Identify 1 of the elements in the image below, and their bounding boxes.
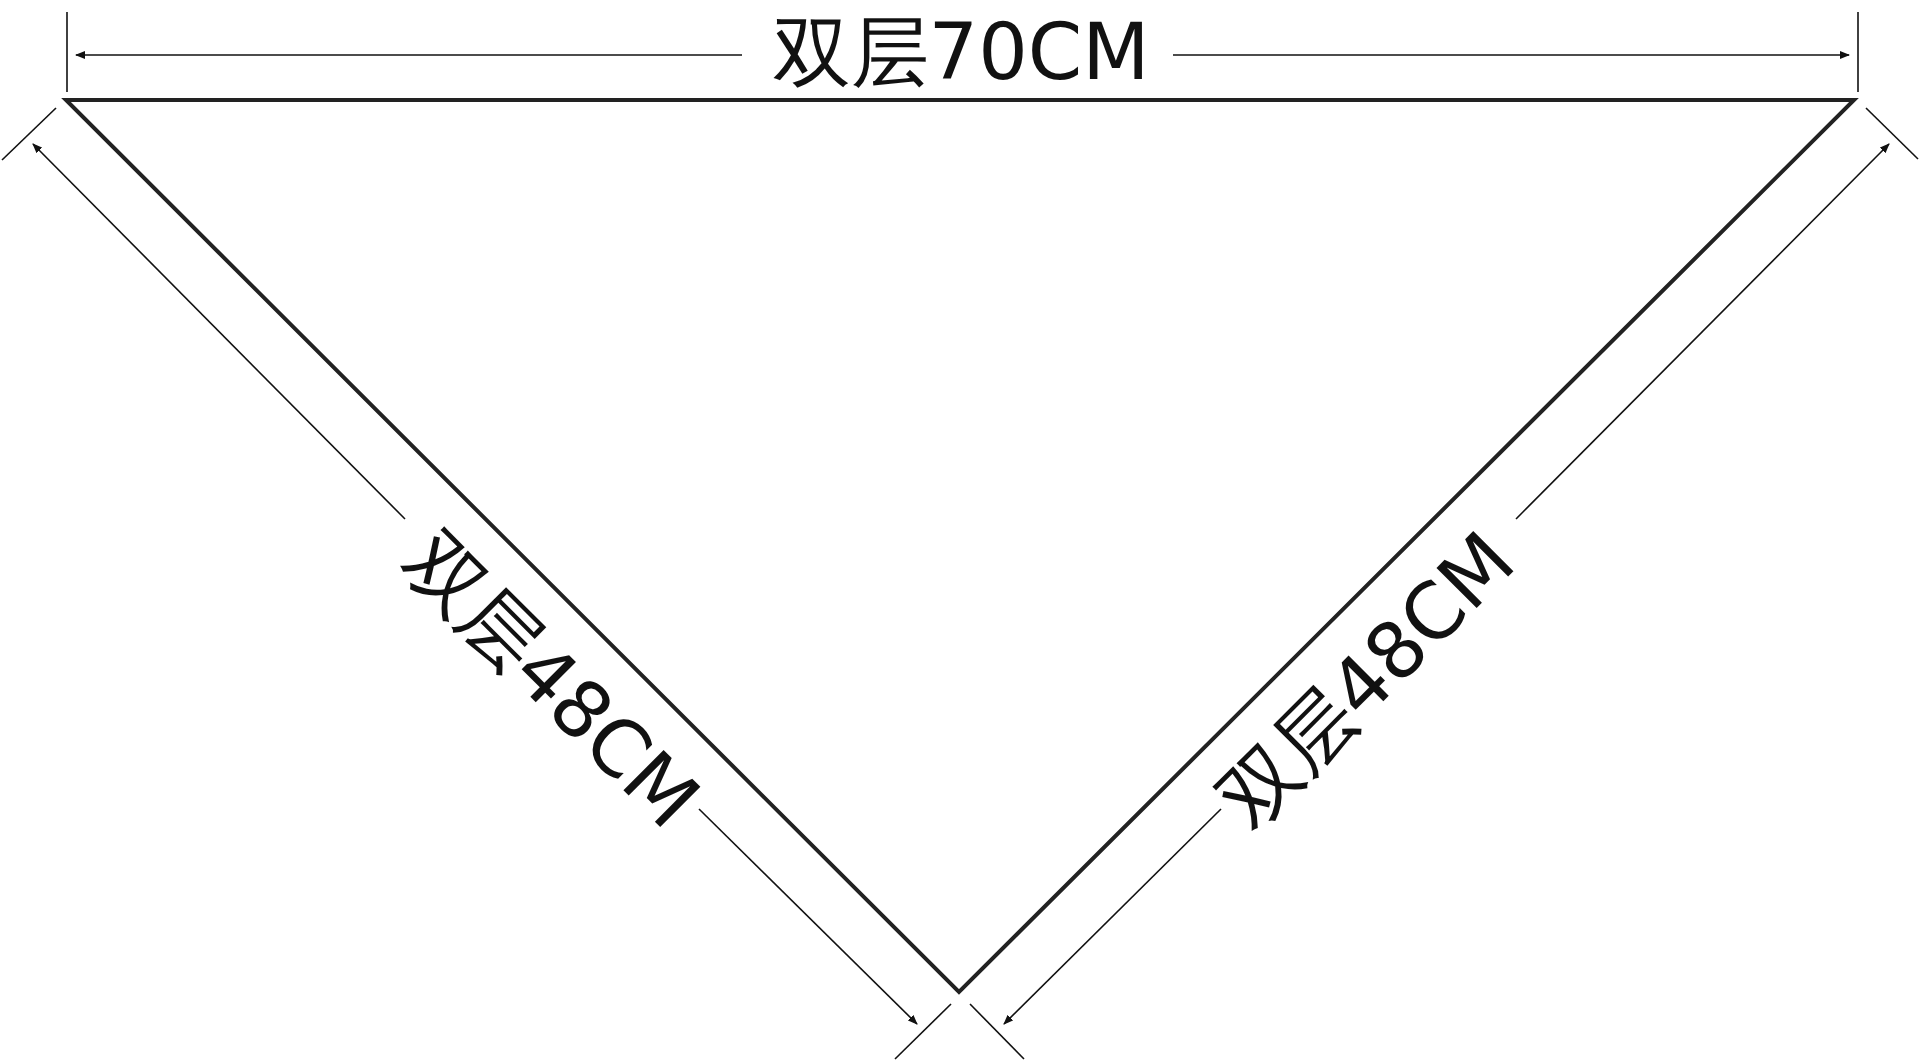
dimension-label: 双层70CM [772,13,1150,91]
